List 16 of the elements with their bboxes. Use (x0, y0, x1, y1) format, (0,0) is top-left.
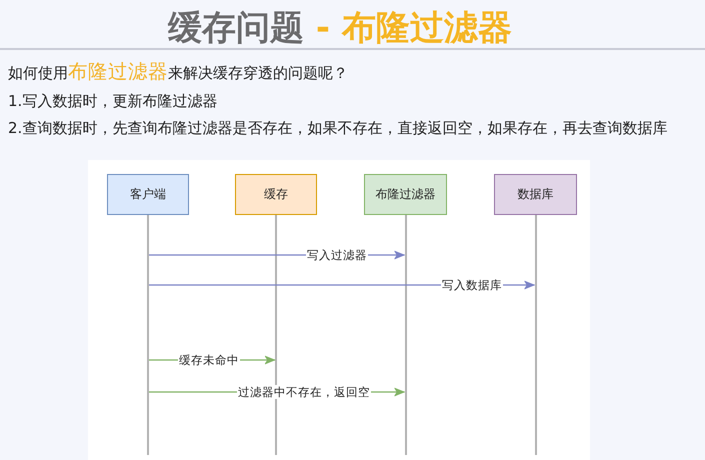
edge-label: 过滤器中不存在，返回空 (237, 385, 371, 399)
text-line: 如何使用布隆过滤器来解决缓存穿透的问题呢？ (8, 60, 348, 84)
edge-label: 缓存未命中 (178, 353, 240, 367)
participant-box: 客户端 (107, 174, 189, 215)
text-line: 1.写入数据时，更新布隆过滤器 (8, 91, 218, 112)
participant-box: 数据库 (494, 174, 577, 215)
lifeline (534, 215, 536, 455)
lifeline (147, 215, 149, 455)
edge-label: 写入过滤器 (306, 248, 368, 262)
lifeline (404, 215, 406, 455)
participant-box: 布隆过滤器 (364, 174, 447, 215)
lifeline (275, 215, 277, 455)
title: 缓存问题 - 布隆过滤器 (166, 9, 513, 47)
edge-label: 写入数据库 (441, 278, 503, 292)
participant-box: 缓存 (235, 174, 317, 215)
text-line: 2.查询数据时，先查询布隆过滤器是否存在，如果不存在，直接返回空，如果存在，再去查询数据库 (8, 118, 668, 139)
